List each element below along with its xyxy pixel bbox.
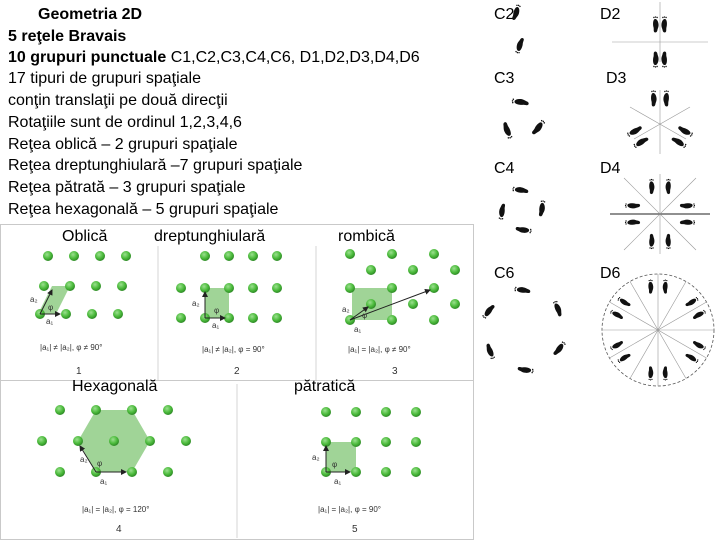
square-lattice: a₂ a₁ φ |a₁| = |a₂|, φ = 90° 5 [312,407,421,535]
rect-unit-cell [205,288,229,318]
label-d6: D6 [600,265,621,282]
label-d4: D4 [600,160,621,177]
point-groups-list: C1,C2,C3,C4,C6, D1,D2,D3,D4,D6 [166,49,420,66]
rectangular-lattice: a₂ a₁ φ |a₁| ≠ |a₂|, φ = 90° 2 [176,251,282,377]
label-c2: C2 [494,6,515,23]
label-square: pătratică [294,378,356,395]
caption-4: |a₁| = |a₂|, φ = 120° [82,505,149,514]
c3-pattern [501,97,547,140]
number-4: 4 [116,524,122,535]
square-a1-label: a₁ [334,477,341,486]
rect-phi-label: φ [214,306,219,315]
rhombic-lattice: a₂ a₁ φ |a₁| = |a₂|, φ ≠ 90° 3 [342,249,460,377]
oblique-a2-label: a₂ [30,295,38,304]
label-c3: C3 [494,70,515,87]
hex-phi-label: φ [97,459,102,468]
c2-pattern [511,3,525,55]
lattice-diagrams: a₂ a₁ φ |a₁| ≠ |a₂|, φ ≠ 90° 1 a₂ a₁ φ |… [30,246,460,538]
point-groups-line: 10 grupuri punctuale C1,C2,C3,C4,C6, D1,… [8,49,420,67]
number-3: 3 [392,366,398,377]
rect-a2-label: a₂ [192,299,200,308]
hexagonal-line: Reţea hexagonală – 5 grupuri spaţiale [8,201,279,218]
oblique-unit-cell [38,286,70,314]
caption-1: |a₁| ≠ |a₂|, φ ≠ 90° [40,343,102,352]
bravais-count: 5 reţele Bravais [8,28,127,45]
d4-pattern [610,174,710,254]
slide-title: Geometria 2D [38,6,143,23]
d2-pattern [612,2,708,68]
caption-2: |a₁| ≠ |a₂|, φ = 90° [202,345,265,354]
label-oblique: Oblică [62,228,108,245]
label-rhombic: rombică [338,228,395,245]
rotations-line: Rotaţiile sunt de ordinul 1,2,3,4,6 [8,114,242,131]
oblique-lattice: a₂ a₁ φ |a₁| ≠ |a₂|, φ ≠ 90° 1 [30,251,131,377]
rhombic-phi-label: φ [362,311,367,320]
d3-pattern [626,90,694,154]
d6-pattern [601,273,715,387]
label-d2: D2 [600,6,621,23]
caption-5: |a₁| = |a₂|, φ = 90° [318,505,381,514]
point-groups-count: 10 grupuri punctuale [8,49,167,66]
rhombic-a2-label: a₂ [342,305,350,314]
oblique-atoms [35,251,131,319]
space-groups-line: 17 tipuri de grupuri spaţiale [8,70,202,87]
oblique-phi-label: φ [48,303,53,312]
square-unit-cell [326,442,356,472]
point-group-patterns [481,2,715,387]
label-c4: C4 [494,160,515,177]
label-hexagonal: Hexagonală [72,378,158,395]
number-2: 2 [234,366,240,377]
oblique-line: Reţea oblică – 2 grupuri spaţiale [8,136,238,153]
oblique-a1-label: a₁ [46,317,53,326]
hex-a2-label: a₂ [80,455,88,464]
translations-line: conţin translaţii pe două direcţii [8,92,228,109]
rect-a1-label: a₁ [212,321,219,330]
caption-3: |a₁| = |a₂|, φ ≠ 90° [348,345,411,354]
label-c6: C6 [494,265,515,282]
hexagonal-lattice: a₂ a₁ φ |a₁| = |a₂|, φ = 120° 4 [37,405,191,535]
square-a2-label: a₂ [312,453,320,462]
rectangular-line: Reţea dreptunghiulară –7 grupuri spaţial… [8,157,303,174]
rhombic-a1-label: a₁ [354,325,361,334]
label-d3: D3 [606,70,627,87]
c4-pattern [497,185,547,235]
square-line: Reţea pătrată – 3 grupuri spaţiale [8,179,246,196]
hex-a1-label: a₁ [100,477,107,486]
number-5: 5 [352,524,358,535]
c6-pattern [481,285,567,375]
number-1: 1 [76,366,82,377]
square-phi-label: φ [332,460,337,469]
label-rectangular: dreptunghiulară [154,228,266,245]
